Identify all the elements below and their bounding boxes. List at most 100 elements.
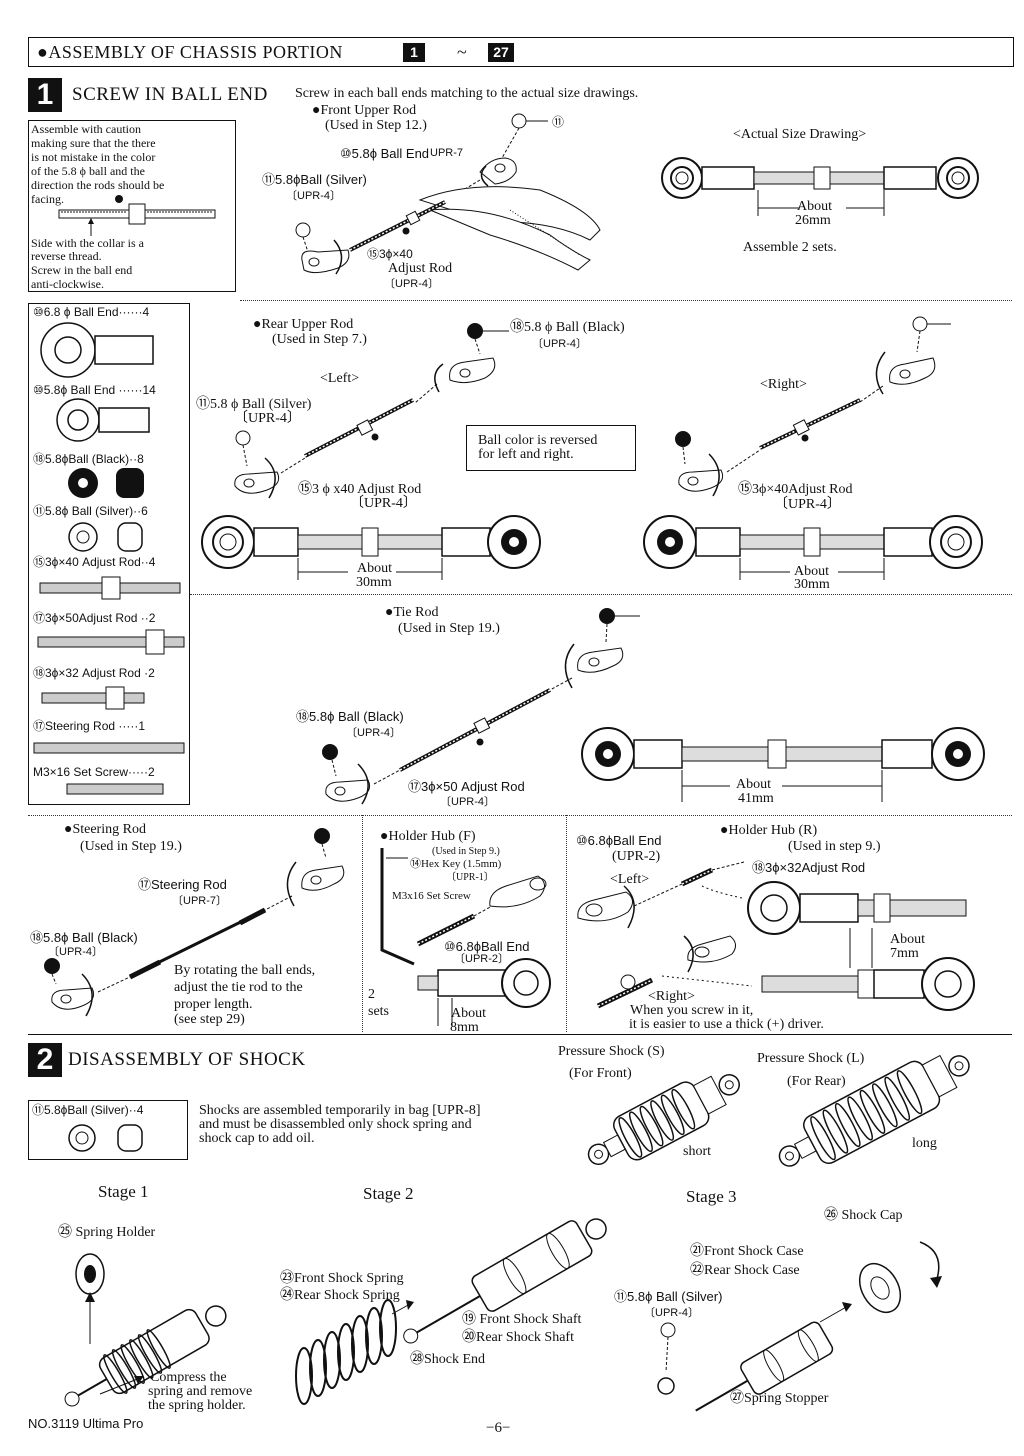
front-upper-rod-ref: ⑮3ϕ×40	[367, 247, 413, 261]
part-2-ball-end-icon	[56, 398, 150, 442]
stage-3-illustration	[657, 1241, 942, 1412]
footer-model: NO.3119 Ultima Pro	[28, 1416, 144, 1431]
front-case-label: ㉑Front Shock Case	[690, 1244, 804, 1259]
caution2-line-1: Side with the collar is a	[31, 236, 144, 250]
step1-title: SCREW IN BALL END	[72, 84, 268, 105]
stage-1-label: Stage 1	[98, 1182, 149, 1201]
shock-long-illustration	[778, 1054, 970, 1167]
tie-rod-rod-bag: 〔UPR-4〕	[440, 796, 496, 808]
part-4-label: ⑪5.8ϕ Ball (Silver)··6	[33, 504, 148, 518]
compress-line-3: the spring holder.	[148, 1398, 246, 1413]
holder-f-ball-end-bag: 〔UPR-2〕	[454, 953, 510, 965]
holder-r-exploded	[577, 861, 975, 1011]
holder-r-rod-label: ⑱3ϕ×32Adjust Rod	[752, 860, 866, 875]
front-upper-actual-size-drawing	[661, 157, 979, 216]
footer-page-number: −6−	[486, 1420, 511, 1436]
holder-f-sets: sets	[368, 1004, 389, 1019]
compress-line-1: Compress the	[150, 1370, 227, 1385]
part-2-label: ⑩5.8ϕ Ball End ······14	[33, 383, 156, 397]
step2-silver-ball-icon	[68, 1124, 143, 1152]
ball-color-note-2: for left and right.	[478, 447, 574, 462]
front-upper-sets: Assemble 2 sets.	[743, 240, 837, 255]
holder-f-title: ●Holder Hub (F)	[380, 829, 476, 844]
step1-intro: Screw in each ball ends matching to the …	[295, 86, 639, 101]
rear-upper-rod-left-bag: 〔UPR-4〕	[350, 496, 417, 511]
step-from-badge: 1	[403, 43, 425, 62]
front-upper-ball-end-label: ⑩5.8ϕ Ball End	[340, 146, 430, 161]
shock-end-label: ㉘Shock End	[410, 1352, 486, 1367]
front-upper-used: (Used in Step 12.)	[325, 118, 427, 133]
holder-r-title: ●Holder Hub (R)	[720, 823, 818, 838]
tie-rod-ball-bag: 〔UPR-4〕	[346, 727, 402, 739]
holder-r-right: <Right>	[648, 989, 695, 1004]
step2-number: 2	[28, 1043, 62, 1077]
stage3-ball-bag: 〔UPR-4〕	[644, 1307, 700, 1319]
tie-rod-used: (Used in Step 19.)	[398, 621, 500, 636]
page-header: ●ASSEMBLY OF CHASSIS PORTION 1 ~ 27	[28, 37, 1014, 67]
rear-upper-used: (Used in Step 7.)	[272, 332, 367, 347]
ball-color-note-box	[466, 425, 636, 471]
pressure-l-label: Pressure Shock (L)	[757, 1051, 865, 1066]
front-spring-label: ㉓Front Shock Spring	[280, 1271, 404, 1286]
caution2-line-2: reverse thread.	[31, 249, 102, 263]
steering-note-3: proper length.	[174, 997, 253, 1012]
front-upper-ball-end-bag: UPR-7	[430, 147, 464, 159]
part-3-label: ⑱5.8ϕBall (Black)··8	[33, 452, 144, 466]
tilde: ~	[457, 42, 467, 62]
part-7-label: ⑱3ϕ×32 Adjust Rod ·2	[33, 666, 155, 680]
holder-f-key-bag: 〔UPR-1〕	[446, 872, 494, 883]
steering-note-2: adjust the tie rod to the	[174, 980, 303, 995]
stage-1-illustration	[64, 1253, 227, 1407]
holder-r-ball-end-bag: (UPR-2)	[612, 849, 661, 864]
rear-upper-title: ●Rear Upper Rod	[253, 317, 354, 332]
steering-note-4: (see step 29)	[174, 1012, 245, 1027]
part-8-steering-rod-icon	[33, 742, 185, 754]
spring-holder-label: ㉕ Spring Holder	[58, 1225, 156, 1240]
spring-stopper-label: ㉗Spring Stopper	[730, 1391, 829, 1406]
rear-upper-left-exploded	[234, 323, 509, 499]
pressure-s-label: Pressure Shock (S)	[558, 1044, 665, 1059]
part-3-black-ball-icon	[68, 468, 144, 498]
step2-note-1: Shocks are assembled temporarily in bag …	[199, 1103, 481, 1118]
holder-r-about: About	[890, 932, 925, 947]
rear-upper-rod-left-label: ⑮3 ϕ x40 Adjust Rod	[298, 482, 422, 497]
step2-note-3: shock cap to add oil.	[199, 1131, 315, 1146]
caution-line-3: is not mistake in the color	[31, 150, 156, 164]
rear-case-label: ㉒Rear Shock Case	[690, 1263, 800, 1278]
step2-note-2: and must be disassembled only shock spri…	[199, 1117, 472, 1132]
holder-f-screw-label: M3x16 Set Screw	[392, 890, 471, 902]
holder-f-about: About	[451, 1006, 486, 1021]
rear-upper-left-label: <Left>	[320, 371, 360, 386]
holder-f-ball-end-label: ⑩6.8ϕBall End	[444, 939, 530, 954]
front-upper-ball-label: ⑪5.8ϕBall (Silver)	[262, 172, 367, 187]
holder-f-length: 8mm	[450, 1020, 479, 1035]
caution-box	[28, 120, 236, 292]
rear-upper-left-about: About	[357, 561, 392, 576]
stage3-ball-label: ⑪5.8ϕ Ball (Silver)	[614, 1289, 723, 1304]
caution-rod-illustration	[58, 195, 216, 236]
rear-upper-rod-right-bag: 〔UPR-4〕	[774, 497, 841, 512]
holder-r-used: (Used in step 9.)	[788, 839, 881, 854]
rear-upper-left-actual-size	[201, 515, 541, 580]
rear-upper-black-ball-label: ⑱5.8 ϕ Ball (Black)	[510, 320, 625, 335]
rear-upper-right-exploded	[675, 316, 951, 497]
section-divider	[28, 1034, 1012, 1035]
stage-2-label: Stage 2	[363, 1184, 414, 1203]
holder-r-note-1: When you screw in it,	[630, 1003, 754, 1018]
rear-spring-label: ㉔Rear Shock Spring	[280, 1288, 400, 1303]
rear-upper-right-about: About	[794, 564, 829, 579]
long-label: long	[912, 1136, 937, 1151]
holder-f-key-label: ⑭Hex Key (1.5mm)	[410, 858, 502, 870]
rear-upper-right-actual-size	[643, 515, 983, 580]
caution-line-5: direction the rods should be	[31, 178, 165, 192]
rear-upper-right-label: <Right>	[760, 377, 807, 392]
part-9-label: M3×16 Set Screw·····2	[33, 765, 155, 779]
part-7-rod-icon	[41, 686, 145, 710]
divider-v2	[566, 815, 567, 1032]
divider-3	[28, 815, 1012, 816]
tie-rod-about: About	[736, 777, 771, 792]
rear-upper-right-length: 30mm	[794, 577, 830, 592]
holder-r-left: <Left>	[610, 872, 650, 887]
holder-r-length: 7mm	[890, 946, 919, 961]
tie-rod-actual-size	[581, 727, 985, 802]
